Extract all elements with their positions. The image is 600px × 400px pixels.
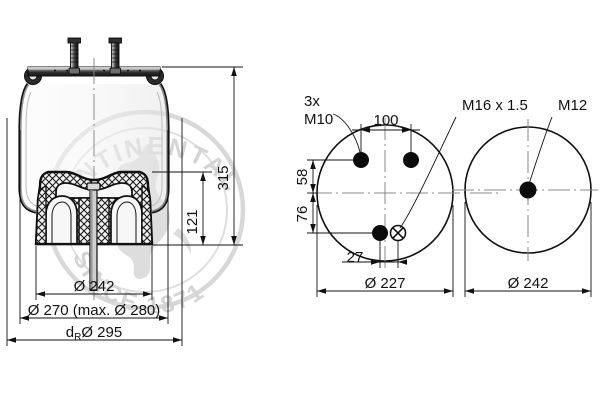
top-stud-left — [67, 37, 81, 75]
leader-m12 — [528, 116, 553, 185]
hole-m10-bottom — [372, 225, 388, 241]
callout-m10: M10 — [304, 111, 333, 128]
stud-m12-center — [519, 181, 537, 199]
callout-m12-label: M12 — [558, 97, 587, 114]
dim-label-76: 76 — [294, 206, 311, 223]
dim-label-121: 121 — [184, 209, 201, 234]
dim-label-dia270: Ø 270 (max. Ø 280) — [28, 302, 161, 319]
bottom-plate-view — [452, 116, 598, 297]
piston-bumper-assembly — [34, 170, 154, 291]
dim-label-27: 27 — [347, 249, 364, 266]
dim-label-58: 58 — [294, 169, 311, 186]
top-plate-view — [307, 113, 502, 297]
callout-m16-label: M16 x 1.5 — [462, 97, 528, 114]
side-view-dimensions — [6, 66, 243, 346]
leader-m16 — [399, 116, 457, 229]
side-section-view — [18, 37, 170, 300]
hole-m10-left — [353, 152, 369, 168]
dim-label-100: 100 — [373, 112, 398, 129]
top-stud-right — [108, 37, 122, 75]
dim-label-dia227: Ø 227 — [365, 275, 406, 292]
dim-label-315: 315 — [215, 165, 232, 190]
leader-3x-m10 — [332, 113, 361, 153]
port-m16 — [389, 224, 407, 242]
dim-label-dia242-right: Ø 242 — [508, 275, 549, 292]
dim-label-dia295: dRØ 295 — [66, 324, 122, 343]
hole-m10-right — [403, 152, 419, 168]
callout-3x: 3x — [304, 93, 320, 110]
dim-label-dia242-left: Ø 242 — [74, 278, 115, 295]
